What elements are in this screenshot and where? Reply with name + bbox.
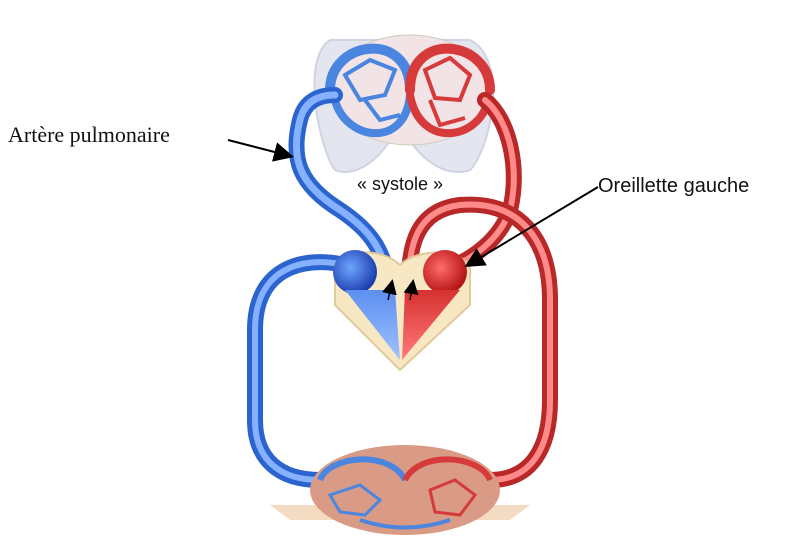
phase-label: « systole »: [357, 174, 443, 194]
muscle-tissue: [310, 445, 500, 535]
systemic-capillary-bed: [270, 445, 530, 535]
right-atrium: [333, 250, 377, 294]
pulmonary-artery-label: Artère pulmonaire: [8, 122, 170, 147]
left-atrium-label: Oreillette gauche: [598, 175, 749, 197]
pulmonary-artery-pointer-arrow-icon: [228, 140, 290, 156]
vena-cava-vessel: [255, 262, 345, 480]
lung-capillary-bed: [330, 35, 490, 145]
heart: [333, 250, 470, 370]
left-atrium: [423, 250, 467, 294]
right-ventricle: [345, 290, 400, 360]
